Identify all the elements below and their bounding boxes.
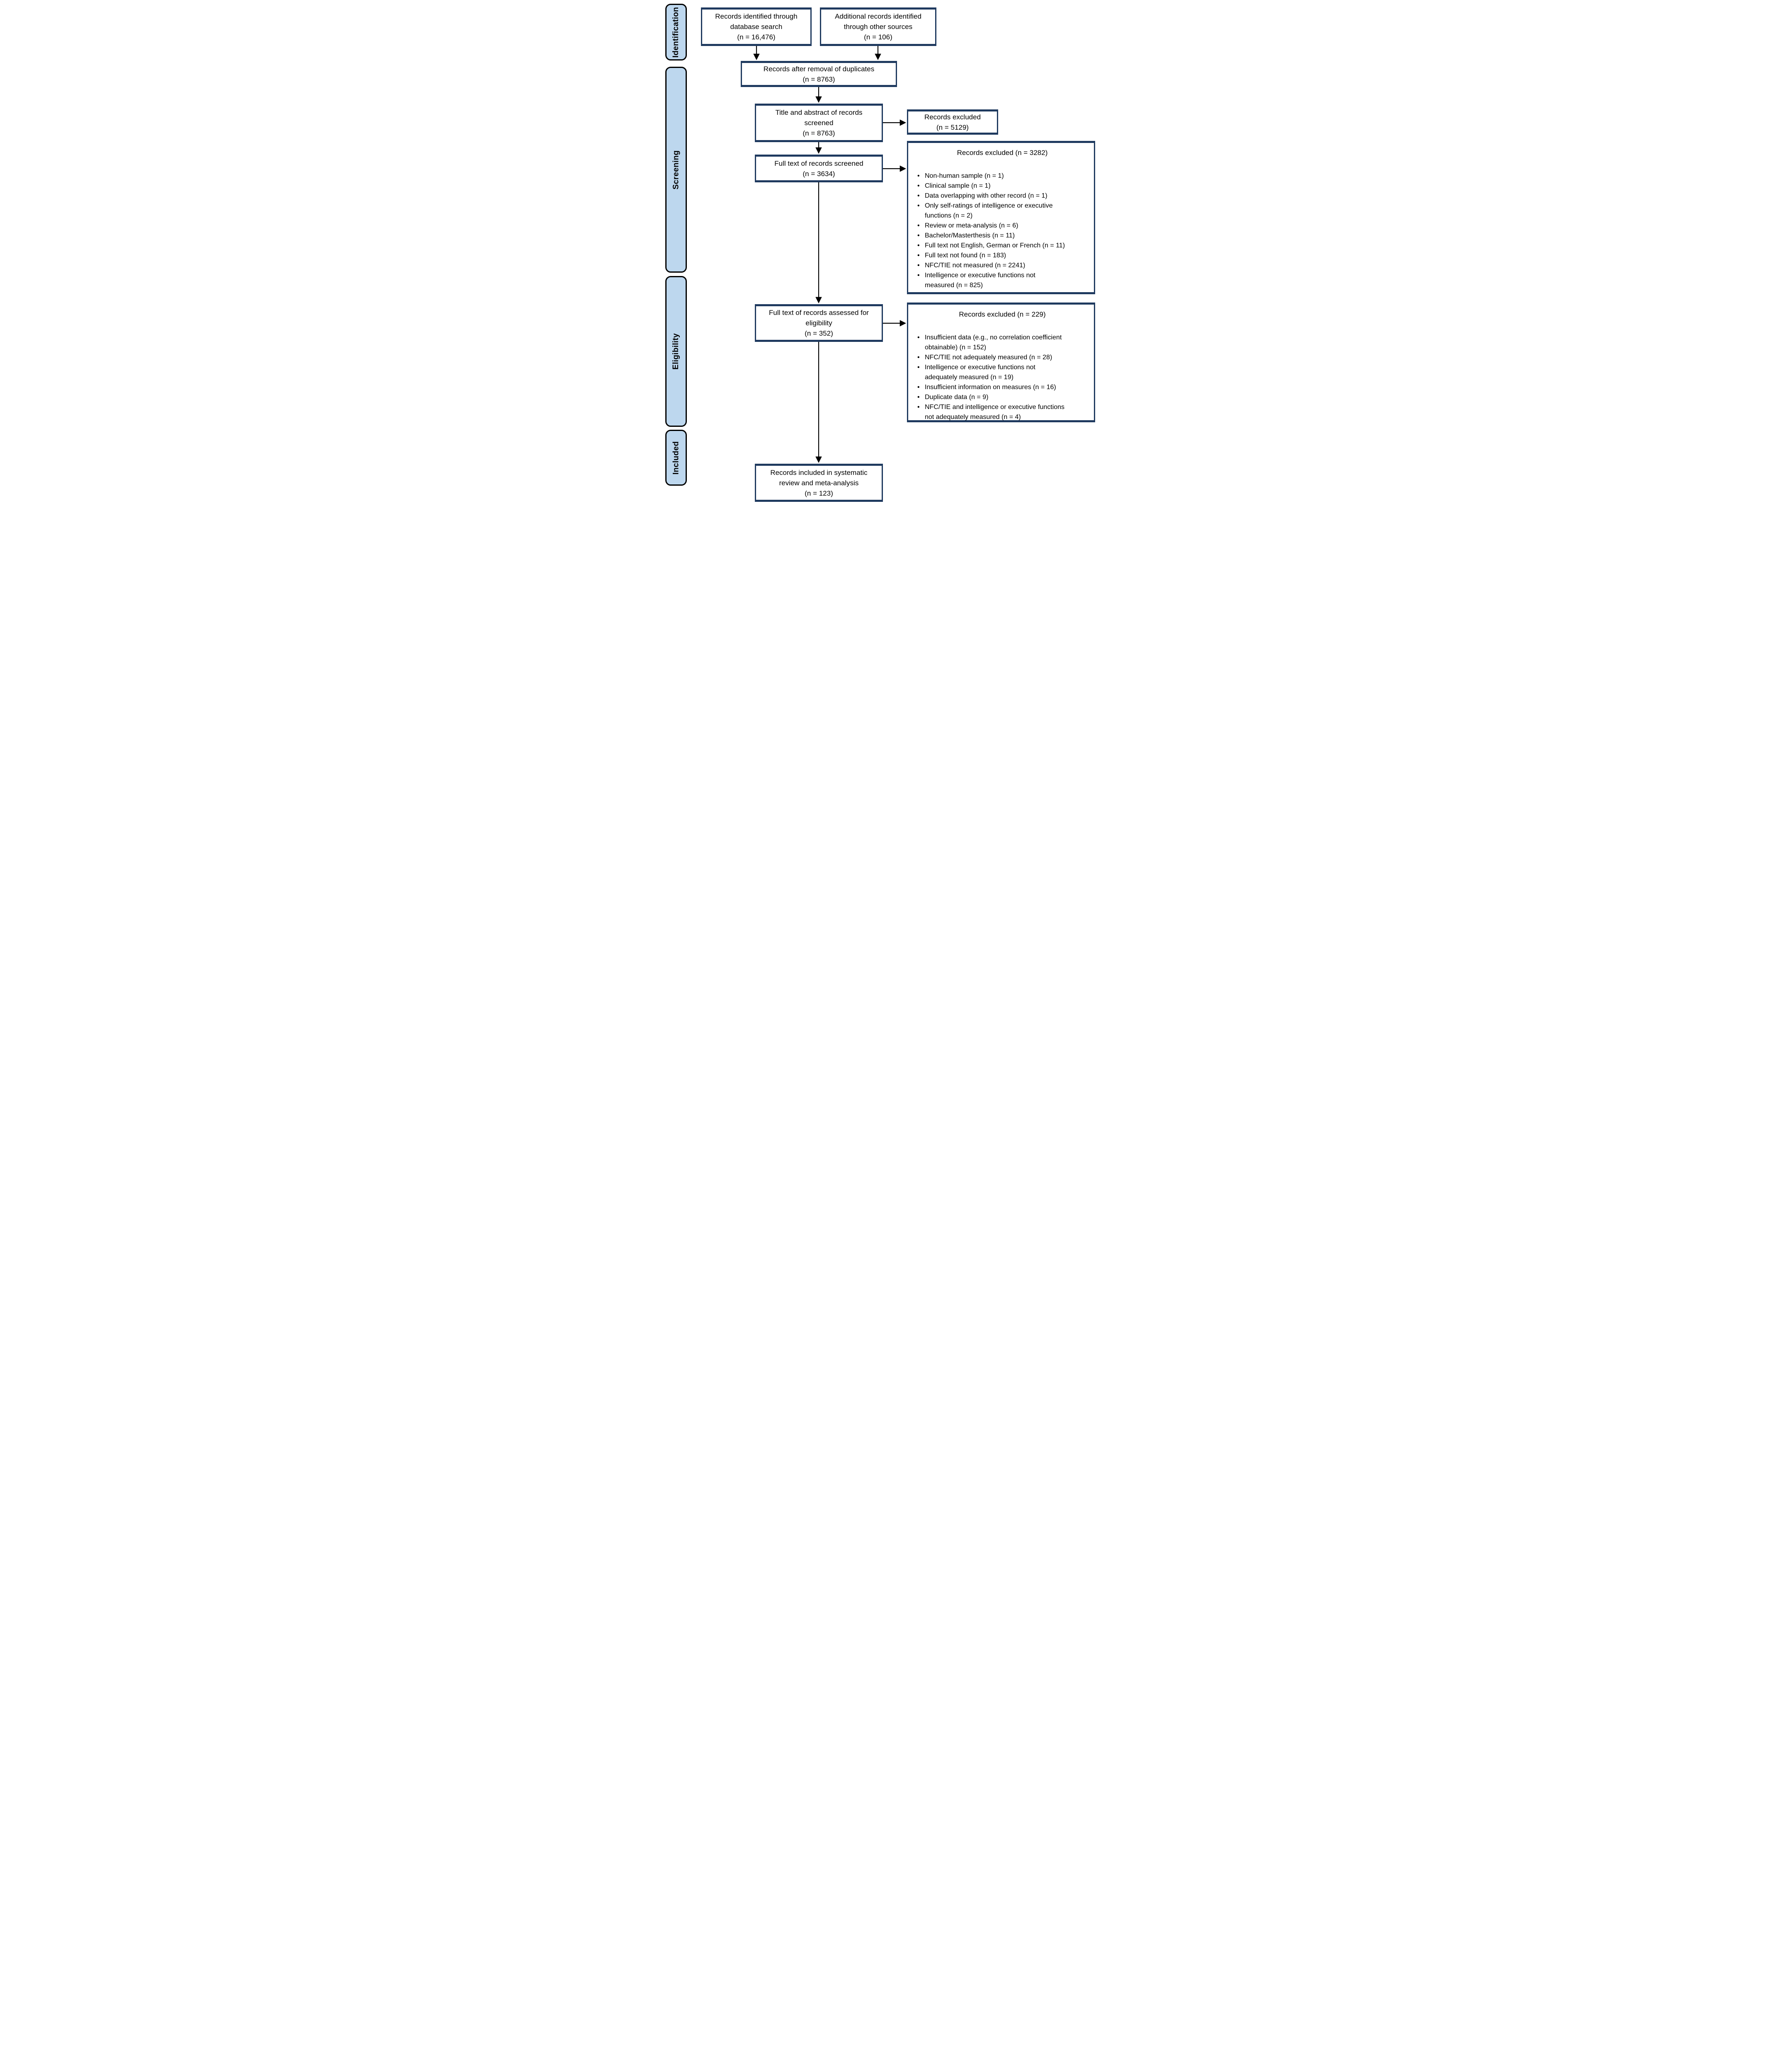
exclusion-reason-item: Insufficient data (e.g., no correlation … — [914, 333, 1091, 353]
exclusion-reason-item: Intelligence or executive functions not … — [914, 363, 1091, 382]
box-fulltext-screened: Full text of records screened (n = 3634) — [755, 155, 883, 182]
exclusion-reason-item: Clinical sample (n = 1) — [914, 181, 1091, 191]
box-after-duplicates: Records after removal of duplicates (n =… — [741, 61, 897, 87]
exclusion-reason-item: Insufficient information on measures (n … — [914, 382, 1091, 392]
exclusion-list-eligibility: Insufficient data (e.g., no correlation … — [914, 333, 1091, 422]
exclusion-reason-item: Intelligence or executive functions not … — [914, 271, 1091, 290]
exclusion-reason-item: Data overlapping with other record (n = … — [914, 191, 1091, 201]
box-fulltext-assessed: Full text of records assessed for eligib… — [755, 304, 883, 342]
exclusion-title-eligibility: Records excluded (n = 229) — [959, 310, 1046, 318]
stage-identification: Identification — [665, 4, 687, 61]
box-records-identified: Records identified through database sear… — [701, 7, 812, 46]
box-records-excluded-fulltext: Records excluded (n = 3282) Non-human sa… — [907, 141, 1095, 294]
exclusion-reason-item: NFC/TIE not measured (n = 2241) — [914, 261, 1091, 271]
stage-label-eligibility: Eligibility — [672, 333, 681, 370]
exclusion-title-fulltext: Records excluded (n = 3282) — [957, 149, 1048, 157]
exclusion-reason-item: Bachelor/Masterthesis (n = 11) — [914, 231, 1091, 241]
box-title-abstract-screened: Title and abstract of records screened (… — [755, 104, 883, 142]
box-records-excluded-eligibility: Records excluded (n = 229) Insufficient … — [907, 303, 1095, 422]
exclusion-reason-item: NFC/TIE and intelligence or executive fu… — [914, 402, 1091, 422]
exclusion-reason-item: Full text not English, German or French … — [914, 241, 1091, 251]
stage-label-identification: Identification — [672, 7, 681, 58]
box-additional-records: Additional records identified through ot… — [820, 7, 936, 46]
exclusion-list-fulltext: Non-human sample (n = 1)Clinical sample … — [914, 171, 1091, 290]
exclusion-reason-item: Duplicate data (n = 9) — [914, 392, 1091, 402]
prisma-flow-diagram: Identification Screening Eligibility Inc… — [662, 0, 1103, 520]
stage-included: Included — [665, 430, 687, 486]
exclusion-reason-item: Full text not found (n = 183) — [914, 251, 1091, 261]
box-records-excluded-screening: Records excluded (n = 5129) — [907, 109, 998, 135]
exclusion-reason-item: Review or meta-analysis (n = 6) — [914, 221, 1091, 231]
exclusion-reason-item: NFC/TIE not adequately measured (n = 28) — [914, 353, 1091, 363]
stage-eligibility: Eligibility — [665, 276, 687, 427]
stage-label-screening: Screening — [672, 150, 681, 189]
exclusion-reason-item: Only self-ratings of intelligence or exe… — [914, 201, 1091, 221]
box-included-review: Records included in systematic review an… — [755, 464, 883, 502]
exclusion-reason-item: Non-human sample (n = 1) — [914, 171, 1091, 181]
stage-screening: Screening — [665, 67, 687, 273]
stage-label-included: Included — [672, 441, 681, 474]
